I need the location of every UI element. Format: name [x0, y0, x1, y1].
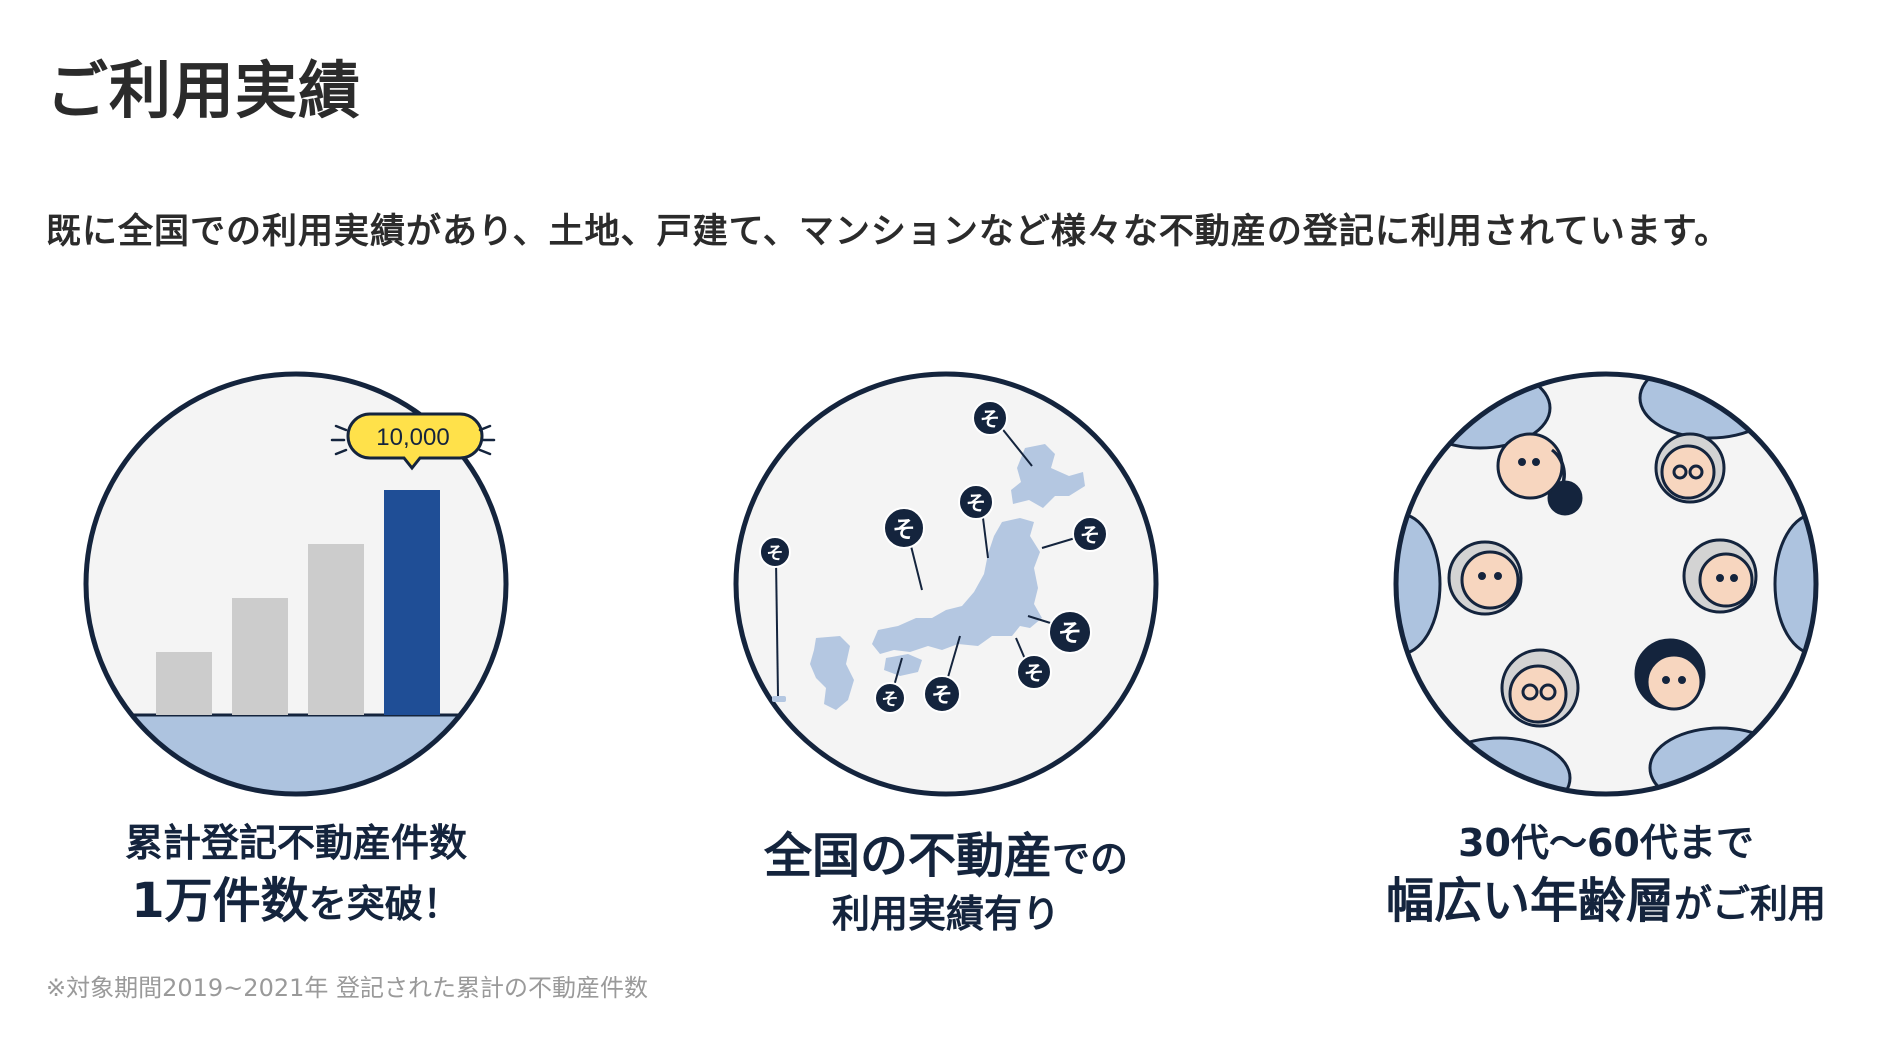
bar-4-highlight	[384, 490, 440, 715]
japan-map-circle: そ そ そ そ そ そ そ そ そ	[733, 371, 1159, 797]
person-face-6	[1634, 638, 1706, 711]
map-marker-kanto-east: そ	[1072, 516, 1108, 552]
bar-3	[308, 544, 364, 715]
svg-text:そ: そ	[1080, 523, 1100, 547]
sparkle-icon	[330, 424, 496, 456]
caption-line-1: 30代〜60代まで	[1458, 821, 1754, 865]
lead-text: 既に全国での利用実績があり、土地、戸建て、マンションなど様々な不動産の登記に利用…	[46, 212, 1731, 252]
bar-chart-circle: 10,000	[83, 371, 509, 797]
map-markers: そ そ そ そ そ そ そ そ そ	[759, 400, 1108, 714]
caption-suffix: での	[1052, 837, 1129, 881]
svg-text:そ: そ	[1058, 619, 1082, 647]
bar-1	[156, 652, 212, 715]
stat-card-nationwide: そ そ そ そ そ そ そ そ そ 全国の不動産での 利用実績有り	[666, 368, 1226, 936]
person-face-4	[1682, 538, 1758, 614]
caption-age-range: 30代〜60代まで 幅広い年齢層がご利用	[1326, 818, 1886, 934]
svg-text:そ: そ	[980, 407, 1000, 431]
caption-line-1: 累計登記不動産件数	[124, 821, 467, 865]
caption-highlight: 全国の不動産	[763, 828, 1052, 884]
map-marker-hokkaido: そ	[972, 400, 1008, 436]
page-title: ご利用実績	[46, 54, 362, 127]
stat-card-total-registrations: 10,000 累計登記不動産件数 1万件数を突破！	[16, 368, 576, 929]
svg-text:そ: そ	[1024, 661, 1044, 685]
footnote: ※対象期間2019~2021年 登記された累計の不動産件数	[46, 974, 649, 1002]
map-marker-tohoku: そ	[958, 484, 994, 520]
badge-value: 10,000	[376, 424, 449, 451]
person-face-5	[1500, 648, 1580, 728]
person-face-2	[1654, 432, 1726, 504]
svg-text:そ: そ	[882, 690, 899, 710]
svg-text:そ: そ	[767, 544, 784, 564]
caption-line-2: 利用実績有り	[831, 891, 1060, 936]
caption-highlight: 幅広い年齢層	[1385, 873, 1674, 930]
map-marker-kyushu: そ	[874, 682, 906, 714]
caption-total-registrations: 累計登記不動産件数 1万件数を突破！	[16, 818, 576, 934]
person-shirt	[1648, 726, 1792, 794]
person-face-3	[1447, 540, 1523, 616]
map-marker-okinawa: そ	[759, 536, 791, 568]
map-marker-kansai: そ	[923, 675, 961, 713]
person-shirt	[1638, 374, 1782, 440]
count-badge: 10,000	[330, 412, 496, 471]
map-marker-tokyo: そ	[1048, 610, 1092, 654]
people-circle	[1393, 371, 1819, 797]
japan-map-icon	[772, 444, 1085, 710]
svg-text:そ: そ	[893, 517, 916, 543]
map-marker-hokuriku: そ	[883, 507, 925, 549]
bar-2	[232, 598, 288, 715]
svg-text:そ: そ	[932, 683, 953, 707]
faces	[1447, 432, 1758, 728]
svg-text:そ: そ	[966, 491, 986, 515]
japan-map-illustration: そ そ そ そ そ そ そ そ そ	[666, 368, 1226, 808]
caption-nationwide: 全国の不動産での 利用実績有り	[666, 824, 1226, 940]
person-face-1	[1496, 432, 1583, 516]
people-illustration	[1326, 368, 1886, 808]
caption-highlight: 1万件数	[131, 873, 309, 930]
caption-suffix: がご利用	[1674, 882, 1827, 927]
caption-suffix: を突破！	[308, 882, 461, 927]
bar-chart-illustration: 10,000	[16, 368, 576, 808]
map-marker-chubu: そ	[1016, 654, 1052, 690]
stat-card-age-range: 30代〜60代まで 幅広い年齢層がご利用	[1326, 368, 1886, 929]
person-shirt	[1428, 736, 1572, 794]
